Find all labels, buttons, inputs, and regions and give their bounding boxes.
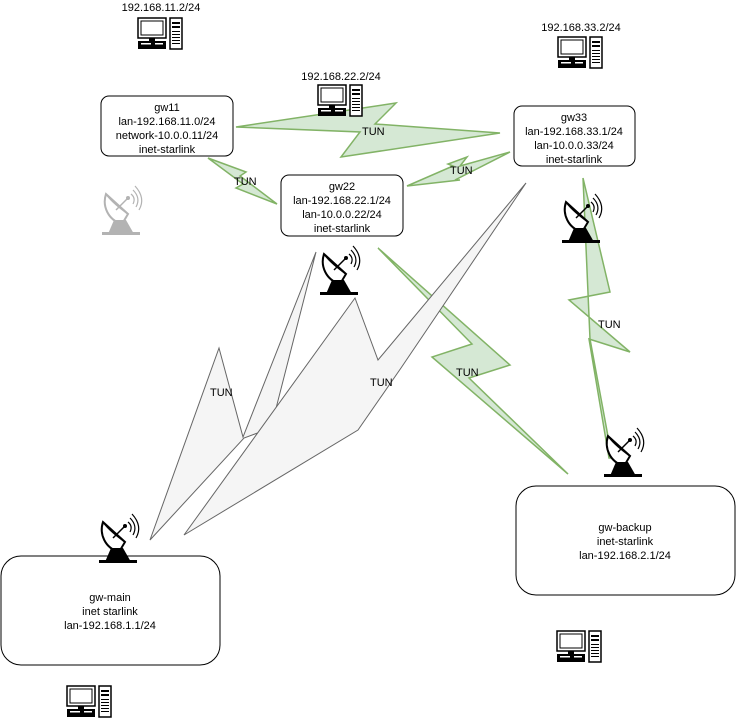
node-line: inet starlink [82,606,138,618]
satellite-dish-icon [603,427,645,478]
node-line: inet-starlink [597,536,654,548]
node-title: gw-main [89,592,131,604]
node-gw-backup[interactable]: gw-backup inet-starlink lan-192.168.2.1/… [515,485,736,596]
host-192-168-22-2[interactable]: 192.168.22.2/24 [301,71,381,117]
node-line: inet-starlink [314,223,371,235]
node-gw22[interactable]: gw22 lan-192.168.22.1/24 lan-10.0.0.22/2… [280,174,404,237]
host-label: 192.168.22.2/24 [301,71,381,83]
host-backup[interactable] [556,630,602,663]
node-title: gw22 [329,181,355,193]
node-line: lan-192.168.2.1/24 [579,550,671,562]
node-title: gw33 [561,112,587,124]
node-line: lan-10.0.0.22/24 [302,209,382,221]
node-line: lan-10.0.0.33/24 [534,140,614,152]
tunnel-label: TUN [234,176,257,188]
host-192-168-33-2[interactable]: 192.168.33.2/24 [541,22,621,69]
tunnel-main-gw22: TUN [149,251,317,541]
host-label: 192.168.33.2/24 [541,22,621,34]
tunnel-gw11-gw22: TUN [207,157,278,205]
tunnel-gw33-backup: TUN [567,177,631,459]
node-line: lan-192.168.33.1/24 [525,126,623,138]
node-line: lan-192.168.22.1/24 [293,195,391,207]
tunnel-label: TUN [598,319,621,331]
node-line: lan-192.168.1.1/24 [64,620,156,632]
tunnel-main-gw33: TUN [183,182,527,536]
tunnel-gw11-gw33: TUN [235,101,501,159]
desktop-computer-icon [317,84,363,117]
desktop-computer-icon [556,630,602,663]
node-title: gw-backup [598,522,651,534]
node-line: inet-starlink [139,144,196,156]
host-label: 192.168.11.2/24 [122,2,201,14]
node-line: network-10.0.0.11/24 [116,130,219,142]
node-line: lan-192.168.11.0/24 [118,116,215,128]
tunnel-label: TUN [456,367,479,379]
node-title: gw11 [154,102,179,114]
node-gw11[interactable]: gw11 lan-192.168.11.0/24 network-10.0.0.… [100,95,234,157]
host-main[interactable] [66,685,112,718]
tunnel-label: TUN [450,165,473,177]
satellite-dish-icon [101,185,143,236]
tunnel-gw22-gw33: TUN [406,151,511,187]
tunnel-gw22-backup: TUN [377,247,569,475]
node-gw33[interactable]: gw33 lan-192.168.33.1/24 lan-10.0.0.33/2… [513,105,636,167]
desktop-computer-icon [557,36,603,69]
desktop-computer-icon [137,17,183,50]
satellite-dish-icon [319,245,361,296]
desktop-computer-icon [66,685,112,718]
node-gw-main[interactable]: gw-main inet starlink lan-192.168.1.1/24 [0,555,221,666]
node-line: inet-starlink [546,154,603,166]
tunnel-label: TUN [370,377,393,389]
host-192-168-11-2[interactable]: 192.168.11.2/24 [122,2,201,50]
tunnel-label: TUN [210,387,233,399]
tunnel-label: TUN [362,126,385,138]
